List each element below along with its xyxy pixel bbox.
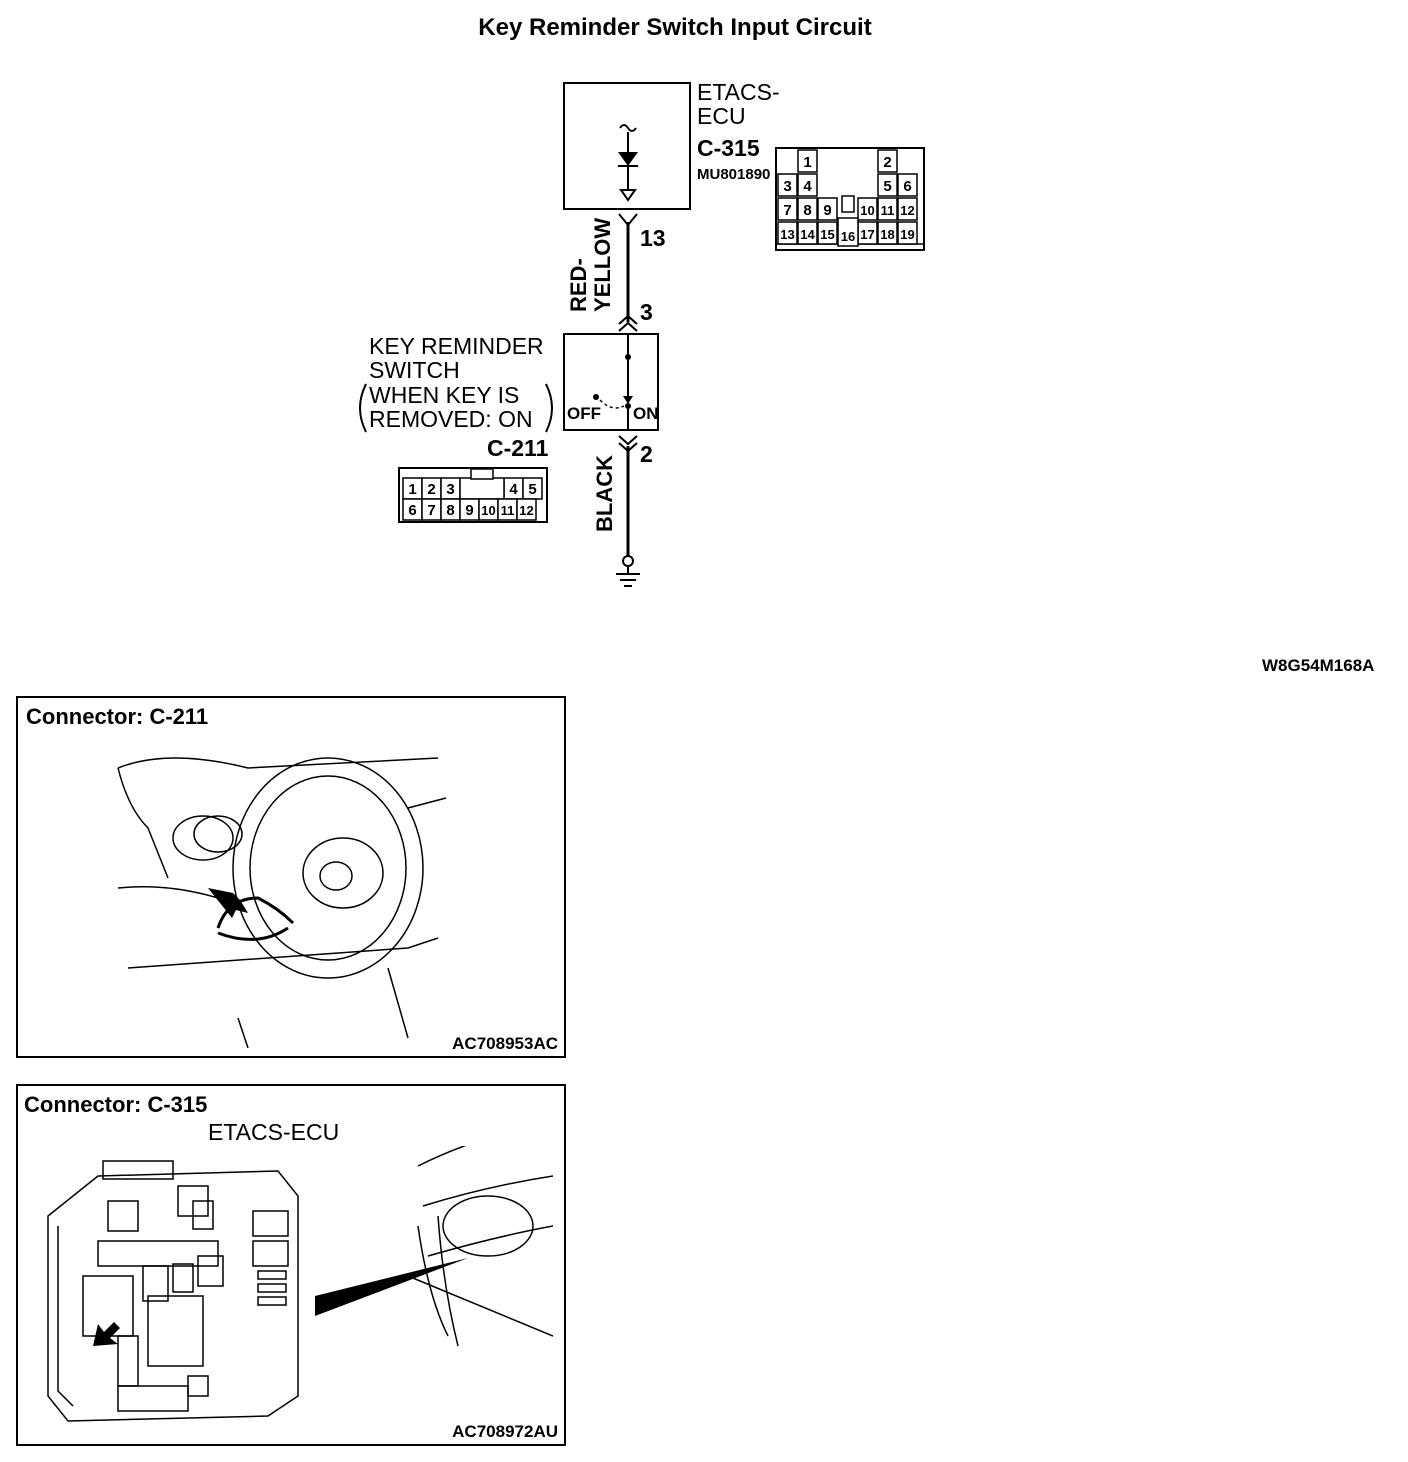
c315-pin: 16 [841, 229, 855, 244]
wire-upper-label-line2: YELLOW [590, 217, 615, 312]
ecu-pin-number: 13 [640, 225, 666, 251]
panel2-subtitle: ETACS-ECU [208, 1119, 340, 1145]
switch-name-line1: KEY REMINDER [369, 333, 544, 359]
ecu-box [563, 82, 691, 210]
c211-pin: 1 [408, 481, 416, 498]
wire-lower-label: BLACK [592, 455, 617, 532]
switch-condition-line1: WHEN KEY IS [369, 382, 520, 408]
ecu-part-number: MU801890 [697, 166, 771, 183]
switch-name-line2: SWITCH [369, 357, 460, 383]
c315-pin: 14 [800, 227, 815, 242]
ecu-internal-wave [619, 124, 637, 132]
c315-pin: 13 [780, 227, 794, 242]
c211-pin: 4 [509, 481, 518, 498]
ground-icon [616, 566, 640, 587]
diagram-code: W8G54M168A [1262, 656, 1375, 675]
connector-c211-panel: Connector: C-211 AC708953AC [16, 696, 566, 1058]
c315-pin: 19 [900, 227, 914, 242]
c315-pin: 10 [860, 203, 874, 218]
switch-on-label: ON [633, 404, 659, 423]
c315-pin: 18 [880, 227, 894, 242]
c211-pin: 11 [501, 503, 515, 518]
c315-pin: 8 [803, 202, 811, 219]
panel2-code: AC708972AU [452, 1422, 558, 1441]
c211-pin: 10 [481, 503, 495, 518]
panel2-title: Connector: C-315 [24, 1092, 208, 1117]
c211-pin: 8 [446, 502, 454, 519]
c211-pin: 7 [427, 502, 435, 519]
connector-c315-panel: Connector: C-315 ETACS-ECU [16, 1084, 566, 1446]
diode-icon [618, 152, 638, 166]
pointer-arrow-icon [208, 888, 248, 918]
switch-off-label: OFF [567, 404, 601, 423]
c315-pin: 17 [860, 227, 874, 242]
c211-pin: 3 [446, 481, 454, 498]
c211-pin: 6 [408, 502, 416, 519]
c315-pin: 4 [803, 178, 812, 195]
c315-pin: 2 [883, 154, 891, 171]
pointer-wedge [315, 1258, 468, 1316]
c315-pin: 7 [783, 202, 791, 219]
panel1-code: AC708953AC [452, 1034, 558, 1053]
c211-pin: 9 [465, 502, 473, 519]
steering-column-illustration [117, 757, 447, 1048]
c315-pin: 11 [881, 203, 895, 218]
c211-pin: 12 [519, 503, 533, 518]
ecu-name-line1: ETACS- [697, 79, 780, 105]
etacs-ecu-illustration [47, 1146, 553, 1422]
c315-pin: 15 [820, 227, 834, 242]
c315-pin: 9 [823, 202, 831, 219]
pointer-arrow-icon [93, 1322, 120, 1346]
circuit-schematic [359, 82, 691, 587]
diagram-title: Key Reminder Switch Input Circuit [478, 14, 872, 41]
c315-pin: 6 [903, 178, 911, 195]
c211-pin: 2 [427, 481, 435, 498]
c315-pin: 12 [900, 203, 914, 218]
c315-pin: 1 [803, 154, 811, 171]
c315-pin: 5 [883, 178, 891, 195]
c211-pin: 5 [528, 481, 536, 498]
switch-box [563, 333, 659, 431]
switch-condition-line2: REMOVED: ON [369, 406, 533, 432]
panel1-title: Connector: C-211 [26, 704, 209, 729]
ecu-name-line2: ECU [697, 103, 746, 129]
switch-pin-bottom: 2 [640, 441, 653, 467]
switch-connector-id: C-211 [487, 435, 549, 461]
switch-pin-top: 3 [640, 299, 653, 325]
ecu-connector-id: C-315 [697, 135, 760, 161]
c315-pin: 3 [783, 178, 791, 195]
wire-upper-label-line1: RED- [566, 258, 591, 312]
